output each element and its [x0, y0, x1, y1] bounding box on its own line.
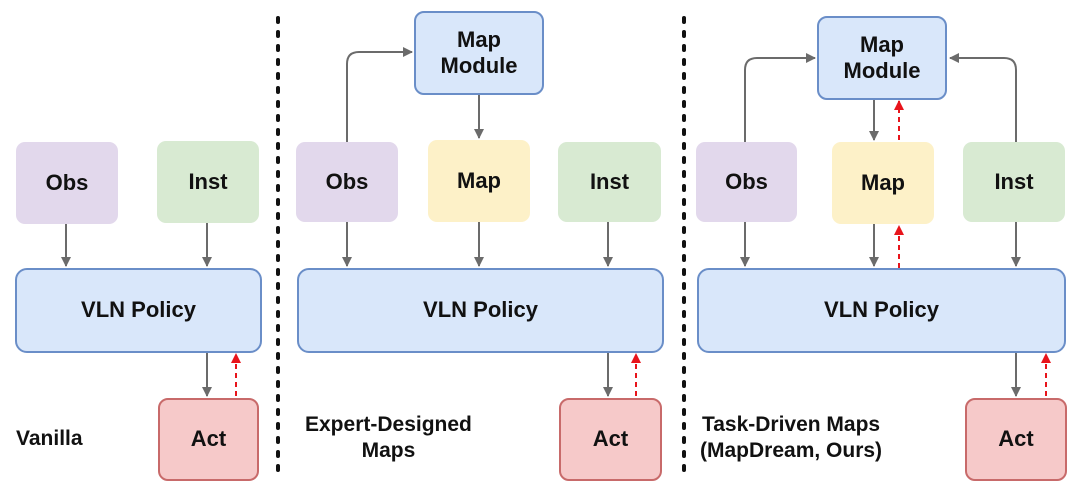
- caption-line: Expert-Designed: [305, 413, 472, 436]
- module-label-line: Map: [860, 31, 904, 57]
- panel-caption-expert: Expert-Designed Maps: [305, 412, 472, 465]
- arrow-obs-to-map-module: [346, 47, 413, 142]
- act-node: Act: [559, 398, 662, 481]
- map-node: Map: [428, 140, 530, 222]
- act-node: Act: [158, 398, 259, 481]
- map-module-node: Map Module: [817, 16, 947, 100]
- obs-node: Obs: [696, 142, 797, 222]
- caption-line: Vanilla: [16, 427, 83, 450]
- act-node: Act: [965, 398, 1067, 481]
- map-node: Map: [832, 142, 934, 224]
- vln-policy-node: VLN Policy: [297, 268, 664, 353]
- arrow-obs-to-map-module: [744, 53, 816, 142]
- module-label-line: Module: [440, 53, 518, 78]
- inst-node: Inst: [963, 142, 1065, 222]
- vln-policy-node: VLN Policy: [697, 268, 1066, 353]
- caption-line: Task-Driven Maps: [701, 413, 881, 436]
- module-label-line: Module: [843, 58, 921, 83]
- caption-line: Maps: [361, 439, 416, 463]
- map-module-node: Map Module: [414, 11, 544, 95]
- inst-node: Inst: [558, 142, 661, 222]
- panel-caption-vanilla: Vanilla: [16, 426, 83, 452]
- inst-node: Inst: [157, 141, 259, 223]
- module-label-line: Map: [457, 26, 501, 52]
- arrow-inst-to-map-module: [949, 53, 1017, 142]
- obs-node: Obs: [296, 142, 398, 222]
- caption-line: (MapDream, Ours): [700, 439, 883, 463]
- obs-node: Obs: [16, 142, 118, 224]
- panel-caption-task: Task-Driven Maps (MapDream, Ours): [700, 412, 882, 465]
- vln-policy-node: VLN Policy: [15, 268, 262, 353]
